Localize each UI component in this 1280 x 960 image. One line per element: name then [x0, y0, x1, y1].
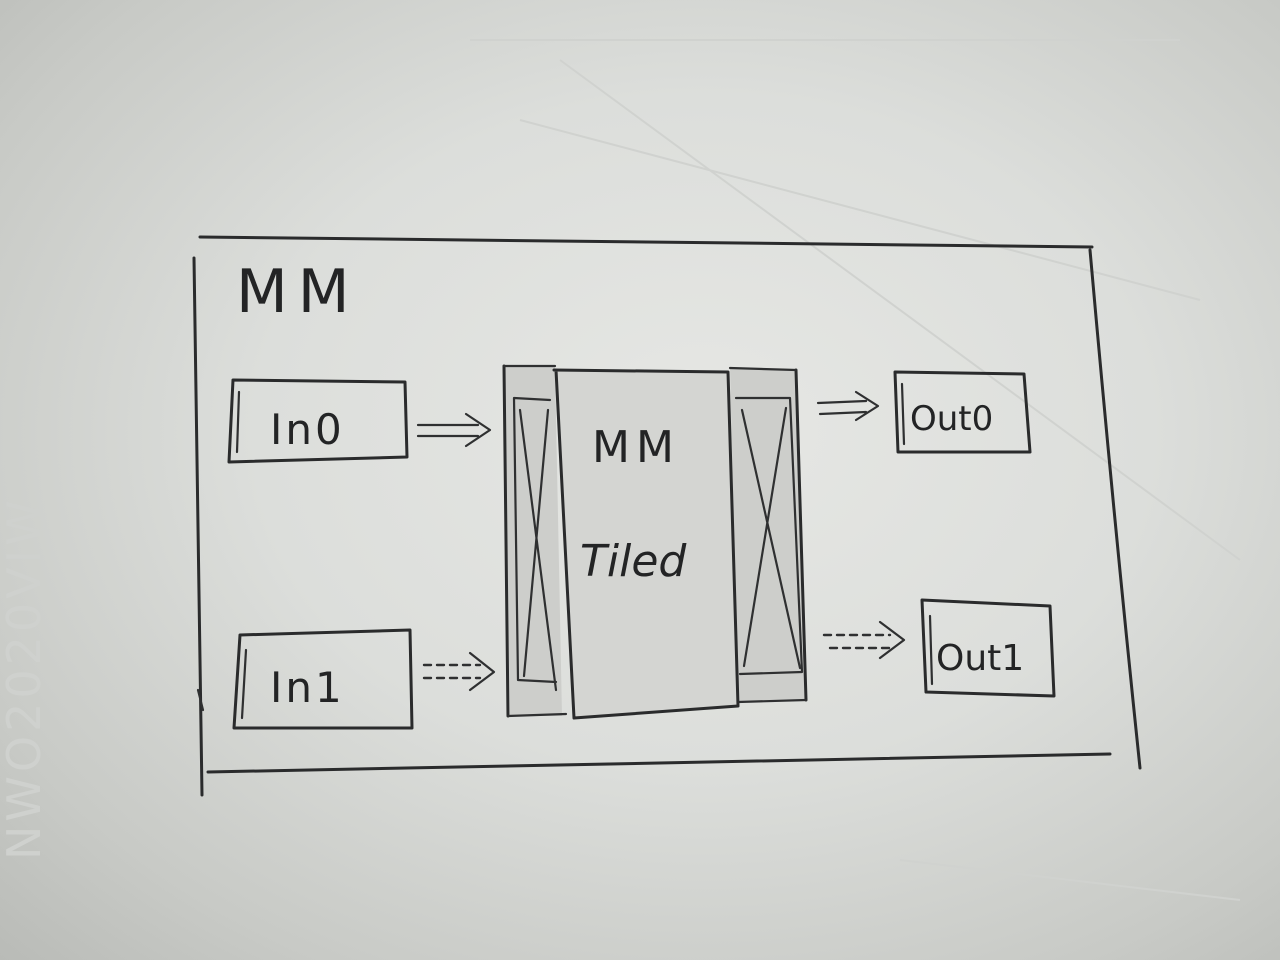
core-mm-tiled-block: MM Tiled: [552, 368, 740, 720]
outer-mm-label: MM: [236, 257, 360, 327]
output-box-out1: Out1: [920, 598, 1056, 698]
input-label-in1: In1: [270, 663, 345, 712]
output-label-out0: Out0: [910, 399, 993, 439]
outer-mm-box: MM: [192, 235, 1142, 797]
core-label-line2: Tiled: [580, 536, 687, 587]
arrow-in0-solid: [416, 412, 492, 448]
output-box-out0: Out0: [893, 370, 1032, 454]
input-box-in0: In0: [227, 378, 409, 464]
right-crossbar: [728, 366, 808, 704]
arrow-in1-dashed: [422, 651, 496, 692]
left-crossbar: [502, 364, 568, 718]
svg-text:NWO2020VIW: NWO2020VIW: [0, 496, 51, 860]
output-label-out1: Out1: [936, 638, 1024, 679]
bleed-through-marks: NWO2020VIW: [0, 39, 1241, 901]
core-label-line1: MM: [592, 422, 680, 473]
arrow-out0-solid: [816, 390, 880, 422]
input-box-in1: In1: [232, 628, 414, 730]
input-label-in0: In0: [270, 405, 345, 454]
arrow-out1-dashed: [822, 620, 906, 660]
